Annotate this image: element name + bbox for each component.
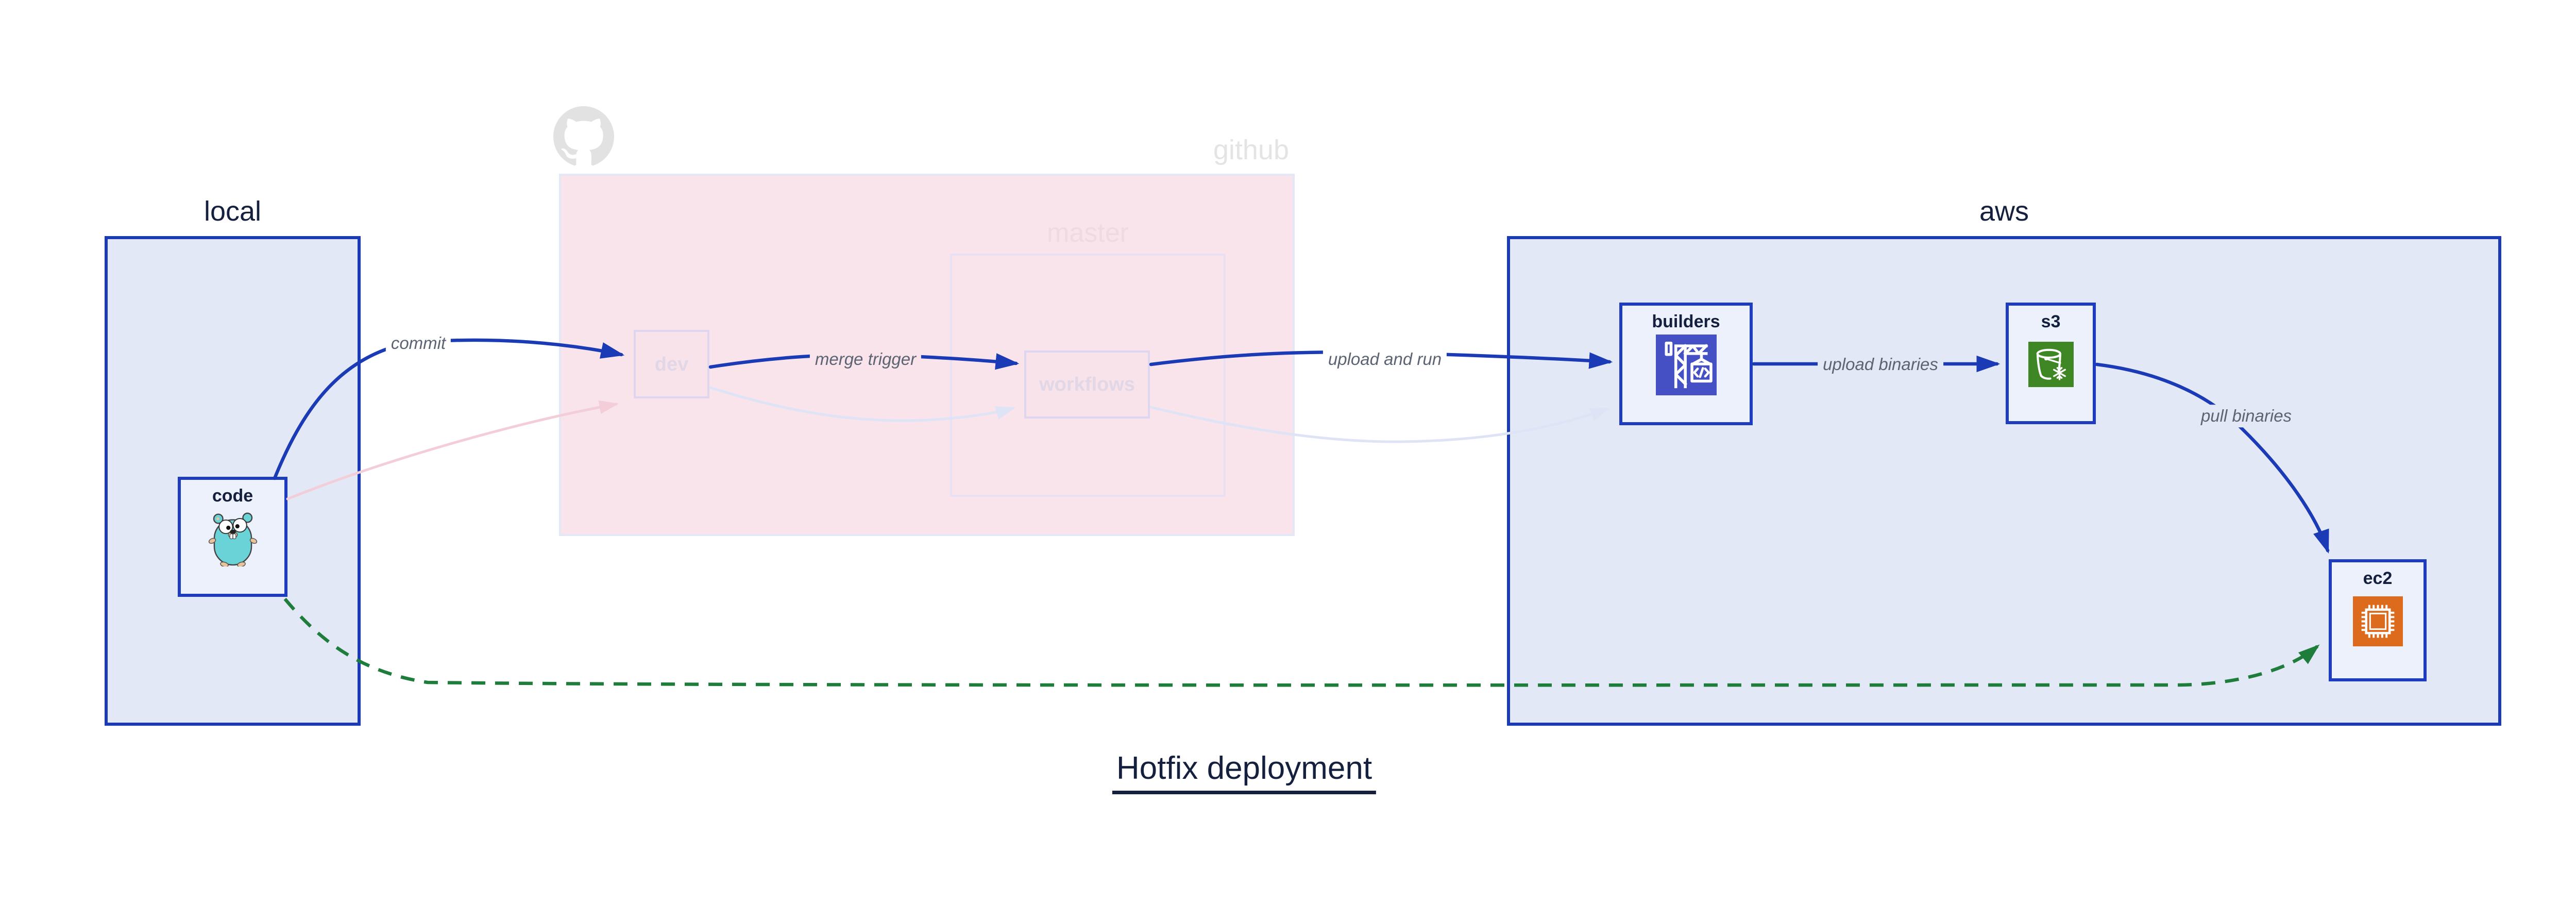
region-label-local: local: [204, 196, 262, 227]
diagram-title: Hotfix deployment: [1112, 750, 1377, 794]
aws-codebuild-icon: [1655, 335, 1717, 395]
region-master-branch: [950, 254, 1226, 497]
node-code: code: [178, 477, 287, 597]
node-workflows: workflows: [1024, 350, 1150, 419]
node-workflows-label: workflows: [1039, 374, 1135, 395]
region-label-master: master: [1047, 218, 1129, 248]
aws-ec2-chip-icon: [2352, 596, 2403, 646]
edge-label-upload-and-run: upload and run: [1323, 348, 1447, 371]
node-dev-label: dev: [654, 353, 689, 375]
edge-label-pull-binaries: pull binaries: [2195, 405, 2297, 427]
region-label-aws: aws: [1979, 196, 2029, 227]
github-octocat-icon: [553, 106, 614, 166]
aws-s3-bucket-icon: [2028, 342, 2074, 387]
go-gopher-icon: [208, 512, 257, 566]
node-code-label: code: [212, 486, 253, 506]
node-s3-label: s3: [2041, 312, 2061, 331]
node-s3: s3: [2006, 303, 2096, 424]
node-builders: builders: [1619, 303, 1753, 425]
edge-label-merge-trigger: merge trigger: [809, 348, 922, 371]
node-ec2-label: ec2: [2363, 569, 2393, 588]
node-builders-label: builders: [1652, 312, 1720, 331]
edge-label-commit: commit: [385, 332, 451, 355]
edge-label-upload-binaries: upload binaries: [1818, 353, 1943, 376]
node-dev-branch: dev: [634, 330, 709, 398]
region-label-github: github: [1213, 135, 1289, 165]
node-ec2: ec2: [2329, 559, 2427, 681]
